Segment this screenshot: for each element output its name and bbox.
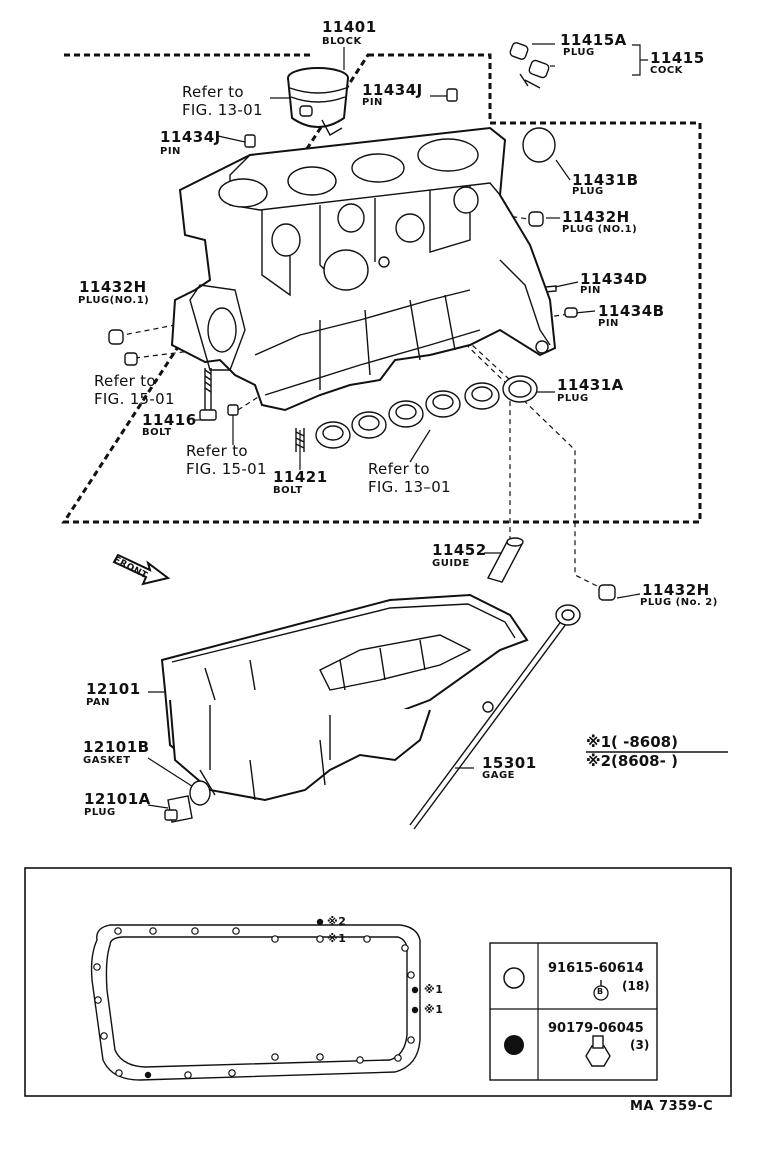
label-block-name: BLOCK — [322, 36, 362, 47]
note-2: ※2(8608- ) — [586, 752, 678, 770]
label-pin-11434j-left-number: 11434J — [160, 128, 221, 146]
open-circle-icon — [503, 967, 525, 989]
label-plug-11431a-number: 11431A — [557, 376, 624, 394]
filled-circle-icon — [504, 1035, 524, 1055]
flange-bolt-icon — [585, 1035, 611, 1067]
diagram-code: MA 7359-C — [630, 1099, 714, 1114]
note-1: ※1( -8608) — [586, 733, 678, 751]
legend-qty-2: (3) — [630, 1038, 650, 1052]
ref-fig15-left-line1: Refer to — [94, 372, 156, 390]
label-pin-11434b-number: 11434B — [598, 302, 665, 320]
ref-fig15-left-line2: FIG. 15-01 — [94, 390, 175, 408]
label-plug-11415a-number: 11415A — [560, 31, 627, 49]
label-bolt-11421-number: 11421 — [273, 468, 328, 486]
label-cock-name: COCK — [650, 65, 683, 76]
bolt-11421-illustration — [295, 428, 305, 452]
label-bolt-11421-name: BOLT — [273, 485, 303, 496]
ref-fig13-top-line2: FIG. 13-01 — [182, 101, 263, 119]
label-cock-number: 11415 — [650, 49, 705, 67]
label-gage-name: GAGE — [482, 770, 515, 781]
piston-illustration — [287, 67, 349, 136]
plug-cock-illustration — [509, 42, 550, 89]
label-bolt-11416-number: 11416 — [142, 411, 197, 429]
label-plug-11431a-name: PLUG — [557, 393, 589, 404]
label-guide-number: 11452 — [432, 541, 487, 559]
gasket-detail-box — [24, 867, 732, 1097]
ref-fig15-bottom-line2: FIG. 15-01 — [186, 460, 267, 478]
gasket-marker-top-2: ※2 — [327, 915, 347, 928]
label-plug-11432h-no1-left-number: 11432H — [79, 278, 147, 296]
block-assembly-boundary — [61, 53, 702, 524]
label-gasket-number: 12101B — [83, 738, 150, 756]
label-guide-name: GUIDE — [432, 558, 470, 569]
label-plug-11432h-no2-number: 11432H — [642, 581, 710, 599]
label-pin-11434d-number: 11434D — [580, 270, 648, 288]
label-pin-11434j-left-name: PIN — [160, 146, 181, 157]
label-pin-11434j-top-number: 11434J — [362, 81, 423, 99]
label-block-number: 11401 — [322, 18, 377, 36]
label-gage-number: 15301 — [482, 754, 537, 772]
label-plug-11431b-number: 11431B — [572, 171, 639, 189]
label-pan-name: PAN — [86, 697, 111, 708]
gasket-hole-markers — [93, 918, 419, 1079]
label-pin-11434b-name: PIN — [598, 318, 619, 329]
oil-pan-illustration — [160, 593, 529, 802]
label-pin-11434d-name: PIN — [580, 285, 601, 296]
legend-table — [489, 942, 658, 1081]
legend-sub-symbol-1: B — [597, 987, 604, 996]
legend-part-number-1: 91615-60614 — [548, 961, 644, 976]
dipstick-gage-illustration — [409, 604, 581, 830]
label-plug-11415a-name: PLUG — [563, 47, 595, 58]
label-plug-11432h-no1-left-name: PLUG(NO.1) — [78, 295, 150, 306]
legend-part-number-2: 90179-06045 — [548, 1021, 644, 1036]
ref-fig13-top-line1: Refer to — [182, 83, 244, 101]
label-bolt-11416-name: BOLT — [142, 427, 172, 438]
gasket-outline-illustration — [90, 924, 421, 1081]
label-plug-11432h-no2-name: PLUG (No. 2) — [640, 597, 718, 608]
label-gasket-name: GASKET — [83, 755, 131, 766]
label-pin-11434j-top-name: PIN — [362, 97, 383, 108]
bearing-row-illustration — [315, 375, 538, 449]
gasket-marker-top-1: ※1 — [327, 932, 347, 945]
label-plug-11432h-no1-right-name: PLUG (NO.1) — [562, 224, 638, 235]
engine-block-illustration — [170, 126, 557, 412]
guide-11452-illustration — [486, 537, 524, 583]
label-plug-12101a-number: 12101A — [84, 790, 151, 808]
label-plug-11432h-no1-right-number: 11432H — [562, 208, 630, 226]
label-plug-12101a-name: PLUG — [84, 807, 116, 818]
label-plug-11431b-name: PLUG — [572, 186, 604, 197]
label-pan-number: 12101 — [86, 680, 141, 698]
legend-qty-1: (18) — [622, 979, 650, 993]
gasket-marker-right-1b: ※1 — [424, 1003, 444, 1016]
ref-fig13-bottom-line2: FIG. 13–01 — [368, 478, 451, 496]
front-arrow-icon — [112, 553, 171, 586]
drain-plug-illustration — [164, 795, 193, 823]
ref-fig13-bottom-line1: Refer to — [368, 460, 430, 478]
ref-fig15-bottom-line1: Refer to — [186, 442, 248, 460]
gasket-marker-right-1a: ※1 — [424, 983, 444, 996]
bolt-11416-illustration — [199, 368, 217, 421]
